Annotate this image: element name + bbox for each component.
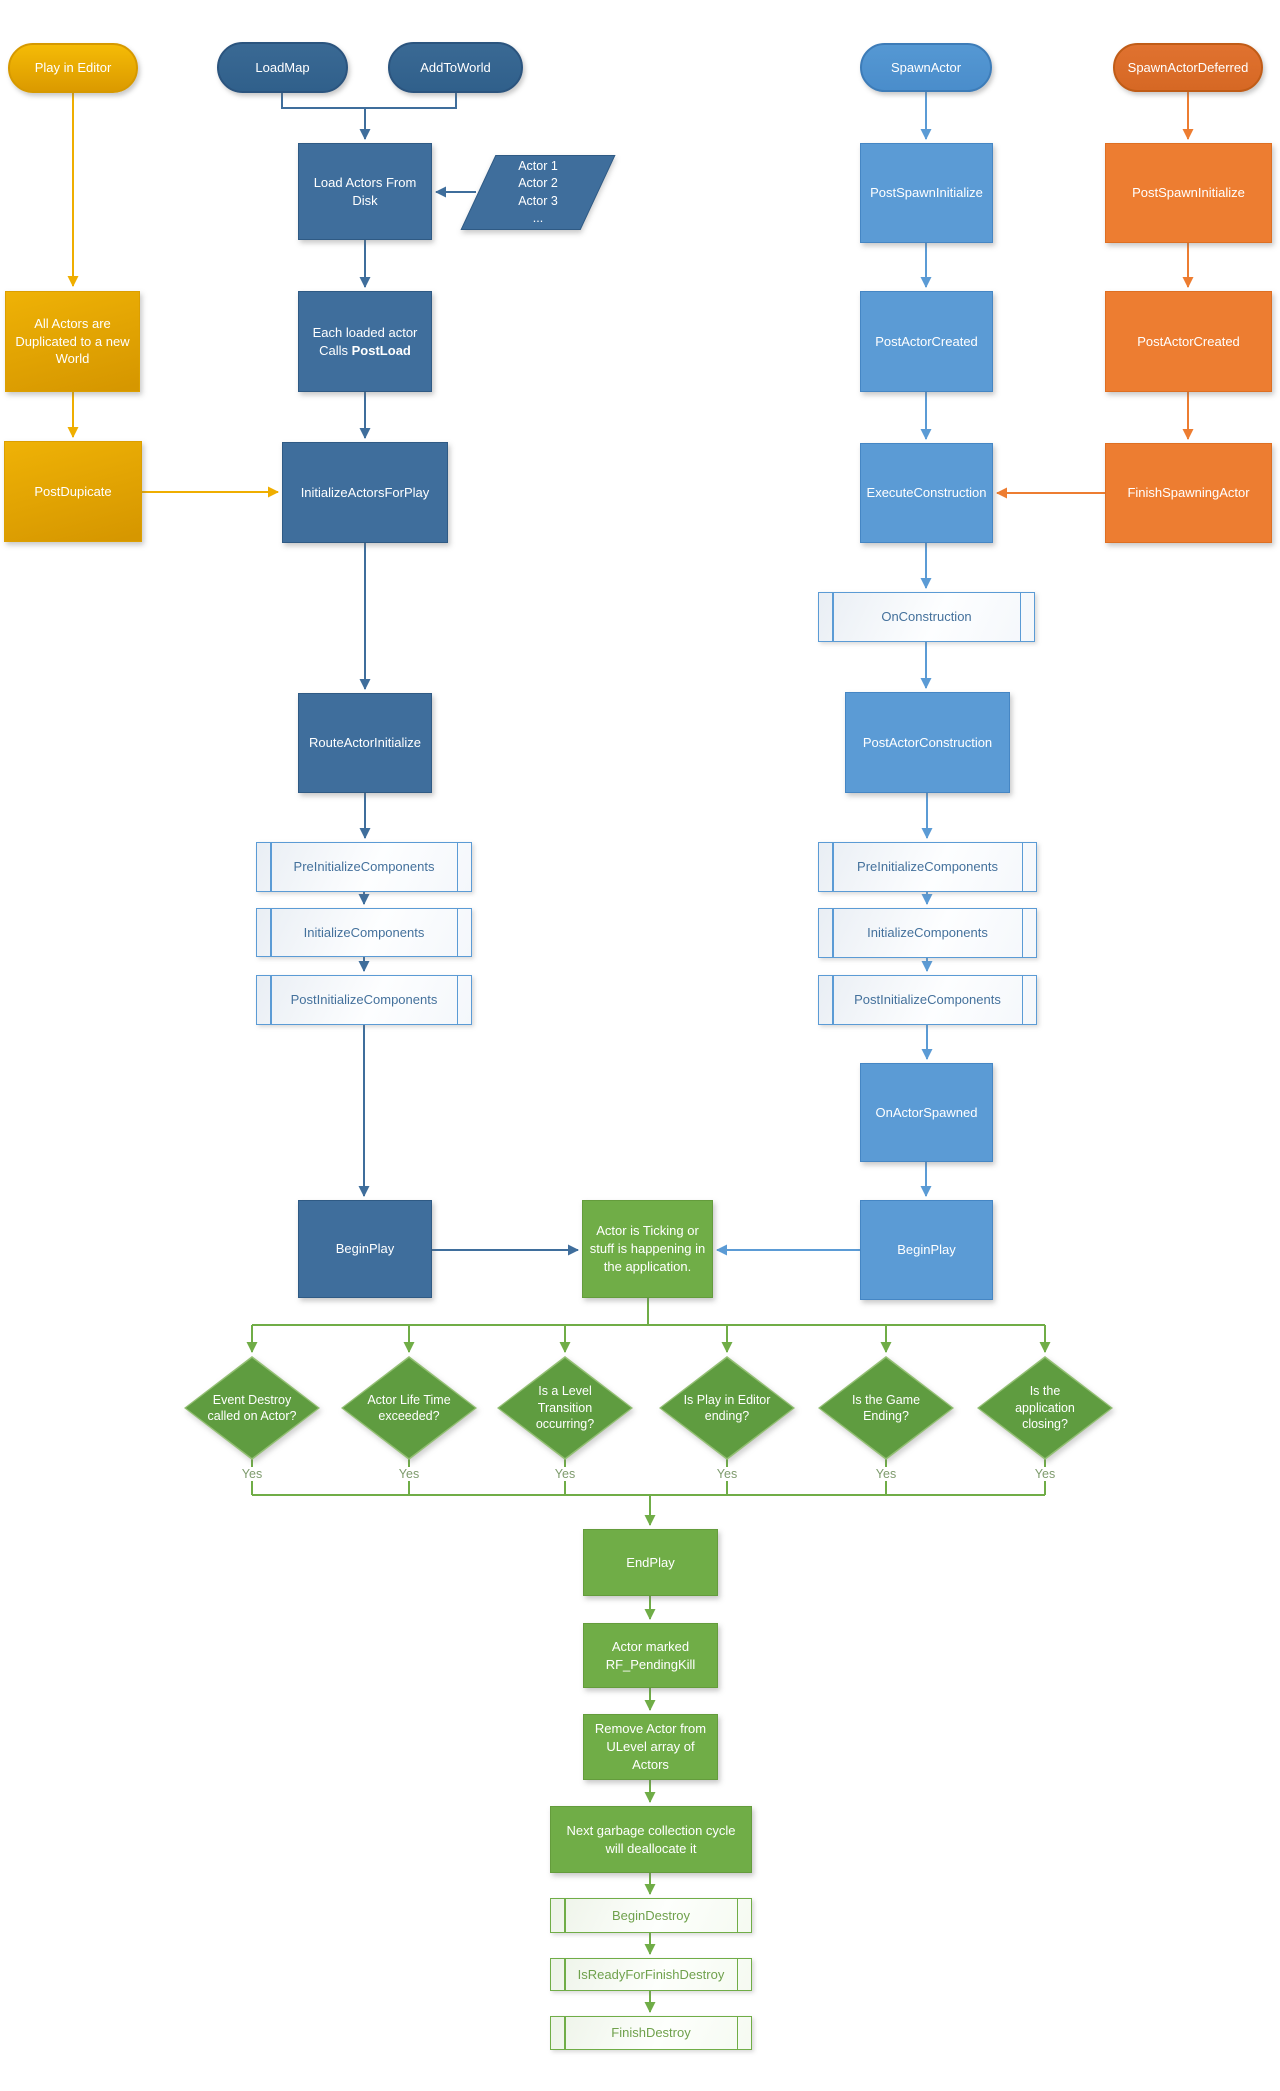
postactorcreated-label: PostActorCreated xyxy=(875,333,978,349)
subroutine-preinitializecomponents-left: PreInitializeComponents xyxy=(256,842,472,892)
decision-pie-ending: Is Play in Editor ending? xyxy=(659,1356,795,1460)
yes-label: Yes xyxy=(550,1467,580,1481)
postdupicate-label: PostDupicate xyxy=(34,483,112,499)
remove-actor-label: Remove Actor from ULevel array of Actors xyxy=(594,1721,707,1772)
onconstruction-label: OnConstruction xyxy=(881,609,972,625)
decision-label: Is the Game Ending? xyxy=(851,1392,921,1424)
postactorcreated-label: PostActorCreated xyxy=(1137,333,1240,349)
spawnactordeferred-label: SpawnActorDeferred xyxy=(1127,59,1249,75)
subroutine-onconstruction: OnConstruction xyxy=(818,592,1035,642)
step-postspawninitialize-orange: PostSpawnInitialize xyxy=(1105,143,1272,243)
endplay-label: EndPlay xyxy=(626,1554,675,1570)
preinitializecomponents-label: PreInitializeComponents xyxy=(857,859,998,875)
step-beginplay-right: BeginPlay xyxy=(860,1200,993,1300)
terminator-spawnactordeferred: SpawnActorDeferred xyxy=(1113,43,1263,92)
subroutine-preinitializecomponents-right: PreInitializeComponents xyxy=(818,842,1037,892)
terminator-spawnactor: SpawnActor xyxy=(860,43,992,92)
executeconstruction-label: ExecuteConstruction xyxy=(866,485,987,501)
yes-label: Yes xyxy=(237,1467,267,1481)
actor-marked-label: Actor marked RF_PendingKill xyxy=(605,1638,696,1672)
step-postdupicate: PostDupicate xyxy=(4,441,142,542)
subroutine-begindestroy: BeginDestroy xyxy=(550,1898,752,1933)
yes-label: Yes xyxy=(712,1467,742,1481)
routeactorinitialize-label: RouteActorInitialize xyxy=(309,735,421,751)
postactorconstruction-label: PostActorConstruction xyxy=(862,734,993,750)
step-each-loaded-actor-postload: Each loaded actor Calls PostLoad xyxy=(298,291,432,392)
step-actor-ticking: Actor is Ticking or stuff is happening i… xyxy=(582,1200,713,1298)
begindestroy-label: BeginDestroy xyxy=(611,1907,691,1923)
actor-list-line: Actor 2 xyxy=(518,176,558,190)
step-postactorcreated-orange: PostActorCreated xyxy=(1105,291,1272,392)
decision-application-closing: Is the application closing? xyxy=(977,1356,1113,1460)
beginplay-label: BeginPlay xyxy=(335,1241,395,1257)
data-actor-list: Actor 1 Actor 2 Actor 3 ... xyxy=(460,155,616,230)
actor-list-line: ... xyxy=(532,211,544,225)
yes-label: Yes xyxy=(394,1467,424,1481)
yes-label: Yes xyxy=(871,1467,901,1481)
step-initializeactorsforplay: InitializeActorsForPlay xyxy=(282,442,448,543)
subroutine-postinitializecomponents-left: PostInitializeComponents xyxy=(256,975,472,1025)
initializecomponents-label: InitializeComponents xyxy=(303,924,425,940)
decision-event-destroy: Event Destroy called on Actor? xyxy=(184,1356,320,1460)
subroutine-initializecomponents-left: InitializeComponents xyxy=(256,908,472,957)
step-routeactorinitialize: RouteActorInitialize xyxy=(298,693,432,793)
decision-label: Is Play in Editor ending? xyxy=(683,1392,771,1424)
yes-label: Yes xyxy=(1030,1467,1060,1481)
next-garbage-label: Next garbage collection cycle will deall… xyxy=(566,1822,736,1856)
step-postactorconstruction: PostActorConstruction xyxy=(845,692,1010,793)
decision-label: Event Destroy called on Actor? xyxy=(207,1392,297,1424)
each-loaded-actor-line1: Each loaded actor xyxy=(312,324,418,340)
step-postactorcreated-blue: PostActorCreated xyxy=(860,291,993,392)
preinitializecomponents-label: PreInitializeComponents xyxy=(293,859,435,875)
calls-label: Calls xyxy=(319,342,349,358)
postspawninitialize-label: PostSpawnInitialize xyxy=(870,185,983,201)
decision-level-transition: Is a Level Transition occurring? xyxy=(497,1356,633,1460)
beginplay-label: BeginPlay xyxy=(897,1242,956,1258)
step-executeconstruction: ExecuteConstruction xyxy=(860,443,993,543)
step-onactorspawned: OnActorSpawned xyxy=(860,1063,993,1162)
decision-game-ending: Is the Game Ending? xyxy=(818,1356,954,1460)
subroutine-initializecomponents-right: InitializeComponents xyxy=(818,908,1037,958)
step-actor-marked-pendingkill: Actor marked RF_PendingKill xyxy=(583,1623,718,1688)
decision-label: Is the application closing? xyxy=(1015,1384,1075,1432)
finishdestroy-label: FinishDestroy xyxy=(611,2025,691,2041)
finishspawningactor-label: FinishSpawningActor xyxy=(1127,485,1250,501)
decision-label: Actor Life Time exceeded? xyxy=(367,1392,451,1424)
step-endplay: EndPlay xyxy=(583,1529,718,1596)
step-remove-actor-ulevel: Remove Actor from ULevel array of Actors xyxy=(583,1714,718,1780)
actor-list-line: Actor 3 xyxy=(518,193,558,208)
subroutine-isreadyforfinishdestroy: IsReadyForFinishDestroy xyxy=(550,1958,752,1991)
step-postspawninitialize-blue: PostSpawnInitialize xyxy=(860,143,993,243)
postinitializecomponents-label: PostInitializeComponents xyxy=(290,992,438,1008)
spawnactor-label: SpawnActor xyxy=(890,59,962,75)
initializecomponents-label: InitializeComponents xyxy=(867,925,988,941)
play-in-editor-label: Play in Editor xyxy=(34,60,112,76)
load-actors-from-disk-label: Load Actors From Disk xyxy=(313,174,417,208)
loadmap-label: LoadMap xyxy=(255,59,310,75)
addtoworld-label: AddToWorld xyxy=(420,59,491,75)
actor-list-line: Actor 1 xyxy=(518,158,558,173)
initializeactorsforplay-label: InitializeActorsForPlay xyxy=(300,484,430,500)
actor-ticking-label: Actor is Ticking or stuff is happening i… xyxy=(589,1223,706,1274)
terminator-loadmap: LoadMap xyxy=(217,42,348,93)
step-finishspawningactor: FinishSpawningActor xyxy=(1105,443,1272,543)
subroutine-postinitializecomponents-right: PostInitializeComponents xyxy=(818,975,1037,1025)
isreadyforfinishdestroy-label: IsReadyForFinishDestroy xyxy=(577,1966,725,1982)
onactorspawned-label: OnActorSpawned xyxy=(875,1104,978,1120)
terminator-addtoworld: AddToWorld xyxy=(388,42,523,93)
postinitializecomponents-label: PostInitializeComponents xyxy=(854,992,1001,1008)
all-actors-duplicated-label: All Actors are Duplicated to a new World xyxy=(15,315,130,367)
decision-label: Is a Level Transition occurring? xyxy=(535,1384,595,1432)
step-all-actors-duplicated: All Actors are Duplicated to a new World xyxy=(5,291,140,392)
step-beginplay-left: BeginPlay xyxy=(298,1200,432,1298)
step-next-garbage-collection: Next garbage collection cycle will deall… xyxy=(550,1806,752,1873)
step-load-actors-from-disk: Load Actors From Disk xyxy=(298,143,432,240)
postspawninitialize-label: PostSpawnInitialize xyxy=(1132,185,1245,201)
decision-actor-lifetime: Actor Life Time exceeded? xyxy=(341,1356,477,1460)
postload-label: PostLoad xyxy=(351,342,411,358)
terminator-play-in-editor: Play in Editor xyxy=(8,43,138,93)
subroutine-finishdestroy: FinishDestroy xyxy=(550,2016,752,2050)
